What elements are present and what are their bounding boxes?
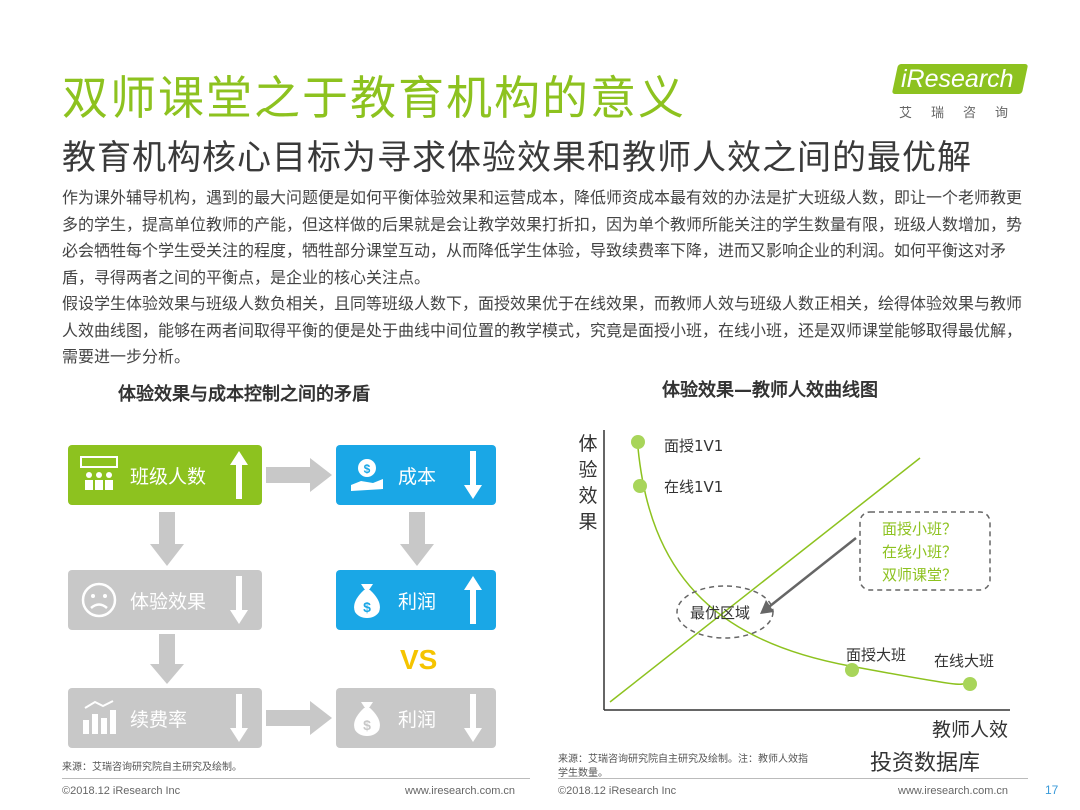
page-subtitle: 教育机构核心目标为寻求体验效果和教师人效之间的最优解 xyxy=(62,138,972,178)
pointer-arrow-head xyxy=(760,600,774,614)
renewal-box: 续费率 xyxy=(68,688,262,748)
vs-label: VS xyxy=(400,644,438,675)
arrow-down-icon xyxy=(230,694,248,742)
body-paragraph-1: 作为课外辅导机构，遇到的最大问题便是如何平衡体验效果和运营成本，降低师资成本最有… xyxy=(62,188,1023,287)
options-box xyxy=(859,511,991,591)
page-title: 双师课堂之于教育机构的意义 xyxy=(62,71,686,125)
cost-box: $ 成本 xyxy=(336,445,496,505)
cost-label: 成本 xyxy=(398,465,437,488)
body-paragraph-2: 假设学生体验效果与班级人数负相关，且同等班级人数下，面授效果优于在线效果，而教师… xyxy=(62,294,1023,366)
page-number: 17 xyxy=(1045,783,1059,797)
flow-arrow-down xyxy=(150,634,184,684)
y-axis-label-2: 验 xyxy=(578,459,597,481)
money-bag-icon: $ xyxy=(346,579,388,621)
point-face-1v1 xyxy=(631,435,645,449)
logo-cn-text: 艾瑞咨询 xyxy=(899,106,1028,121)
experience-label: 体验效果 xyxy=(130,590,207,613)
efficiency-line xyxy=(609,457,921,703)
label-online-small: 在线小班？ xyxy=(882,543,957,561)
flow-arrow-down xyxy=(150,512,184,566)
label-online-1v1: 在线1V1 xyxy=(664,478,723,496)
arrow-down-icon xyxy=(464,451,482,499)
label-face-small: 面授小班？ xyxy=(882,520,957,538)
point-face-large xyxy=(845,663,859,677)
curve-chart: 体 验 效 果 教师人效 面授1V1 在线1V1 面授大班 在线大班 最优区域 … xyxy=(578,430,1010,741)
class-size-box: 班级人数 xyxy=(68,445,262,505)
renewal-label: 续费率 xyxy=(130,708,188,731)
profit-up-label: 利润 xyxy=(398,590,437,613)
right-chart-title: 体验效果—教师人效曲线图 xyxy=(662,380,878,401)
sad-face-icon xyxy=(78,579,120,621)
students-icon xyxy=(78,454,120,496)
body-text: 作为课外辅导机构，遇到的最大问题便是如何平衡体验效果和运营成本，降低师资成本最有… xyxy=(62,185,1028,371)
profit-down-box: $ 利润 xyxy=(336,688,496,748)
y-axis-label-4: 果 xyxy=(578,511,597,533)
label-dual-teacher: 双师课堂？ xyxy=(882,566,957,584)
flow-arrow-down xyxy=(400,512,434,566)
y-axis-label-3: 效 xyxy=(578,485,597,507)
left-source-note: 来源：艾瑞咨询研究院自主研究及绘制。 xyxy=(62,762,242,773)
profit-up-box: $ 利润 xyxy=(336,570,496,630)
y-axis-label-1: 体 xyxy=(578,433,597,455)
logo-brand-mark: iResearch xyxy=(891,64,1029,94)
right-source-note-2: 学生数量。 xyxy=(558,768,608,779)
right-footer-copyright: ©2018.12 iResearch Inc xyxy=(558,785,677,797)
flow-arrow-right xyxy=(266,701,332,735)
right-source-note: 来源：艾瑞咨询研究院自主研究及绘制。注：教师人效指 xyxy=(558,754,808,765)
svg-text:$: $ xyxy=(363,717,371,733)
right-footer-divider xyxy=(558,778,1028,779)
experience-box: 体验效果 xyxy=(68,570,262,630)
label-online-large: 在线大班 xyxy=(934,652,994,670)
arrow-up-icon xyxy=(230,451,248,499)
money-hand-icon: $ xyxy=(346,454,388,496)
iresearch-logo: iResearch 艾瑞咨询 xyxy=(891,60,1035,121)
arrow-down-icon xyxy=(230,576,248,624)
profit-down-label: 利润 xyxy=(398,708,437,731)
point-online-1v1 xyxy=(633,479,647,493)
arrow-down-icon xyxy=(464,694,482,742)
left-footer-divider xyxy=(62,778,530,779)
money-bag-icon: $ xyxy=(346,697,388,739)
arrow-up-icon xyxy=(464,576,482,624)
x-axis-label: 教师人效 xyxy=(932,719,1008,741)
flow-arrow-right xyxy=(266,458,332,492)
left-footer-url: www.iresearch.com.cn xyxy=(405,785,516,797)
svg-text:$: $ xyxy=(364,462,371,476)
point-online-large xyxy=(963,677,977,691)
svg-text:$: $ xyxy=(363,599,371,615)
watermark-text: 投资数据库 xyxy=(870,751,981,776)
experience-curve xyxy=(637,447,971,686)
left-diagram-title: 体验效果与成本控制之间的矛盾 xyxy=(118,384,370,405)
label-face-large: 面授大班 xyxy=(846,646,906,664)
label-optimal-zone: 最优区域 xyxy=(690,604,750,622)
left-footer-copyright: ©2018.12 iResearch Inc xyxy=(62,785,181,797)
class-size-label: 班级人数 xyxy=(130,465,207,488)
handshake-chart-icon xyxy=(78,697,120,739)
right-footer-url: www.iresearch.com.cn xyxy=(898,785,1009,797)
pointer-arrow-line xyxy=(764,537,857,611)
logo-brand-text: iResearch xyxy=(901,65,1014,93)
label-face-1v1: 面授1V1 xyxy=(664,437,723,455)
